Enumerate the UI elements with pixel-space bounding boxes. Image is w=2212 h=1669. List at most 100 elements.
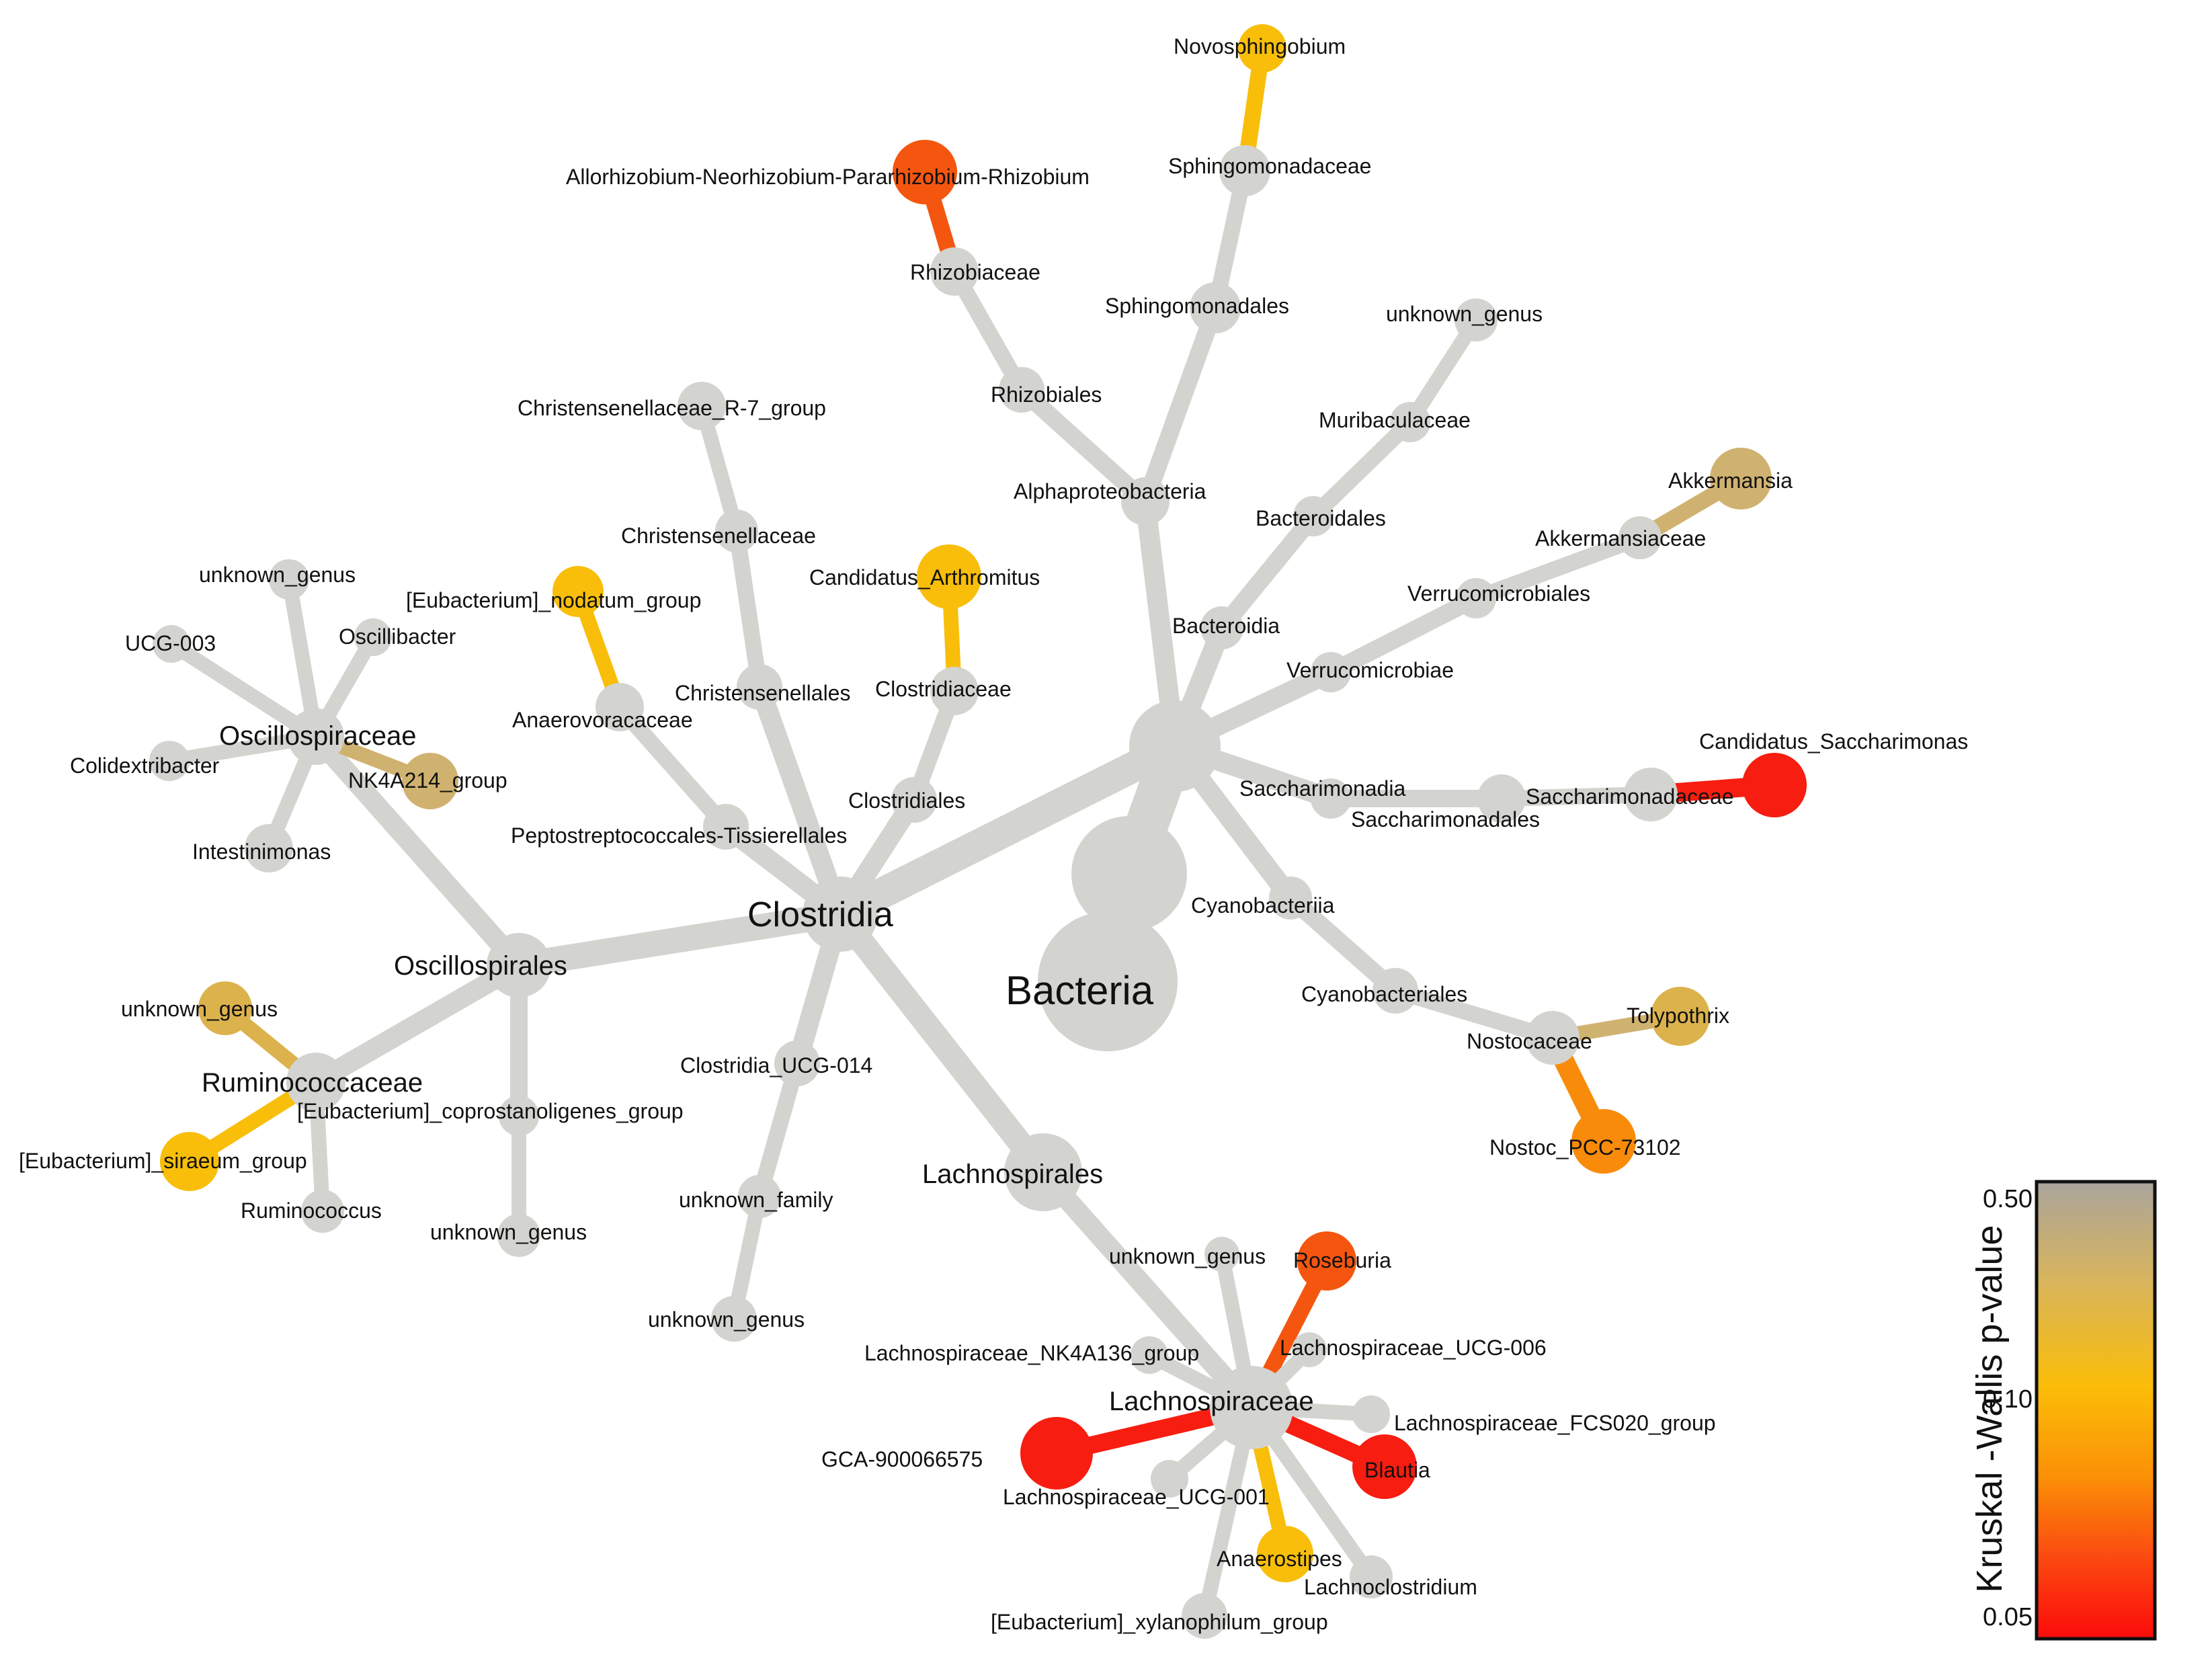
node-cyanobacteriia: [1269, 877, 1312, 920]
label-peptostreptococcales: Peptostreptococcales-Tissierellales: [511, 823, 847, 848]
label-intestinimonas: Intestinimonas: [192, 840, 331, 864]
node-rhizobiales: [999, 367, 1044, 413]
label-saccharimonadaceae: Saccharimonadaceae: [1526, 784, 1734, 809]
node-muribaculaceae: [1390, 402, 1430, 442]
edge-oscillospirales-ruminococcaceae: [306, 955, 529, 1092]
label-mur-unknown-genus: unknown_genus: [1386, 302, 1543, 326]
edge-hub-clostridia: [825, 731, 1190, 930]
node-eub-coprostanoligenes: [499, 1096, 539, 1136]
label-clostridia-ucg014: Clostridia_UCG-014: [680, 1053, 872, 1077]
node-ruminococcaceae: [286, 1053, 345, 1112]
node-oscillospirales: [487, 933, 551, 998]
label-sphingomonadaceae: Sphingomonadaceae: [1168, 154, 1371, 178]
node-eub-xylanophilum: [1182, 1593, 1227, 1639]
edge-verrucomicrobiales-akkermansiaceae: [1468, 530, 1648, 606]
node-alphaproteobacteria: [1121, 477, 1170, 526]
label-nk4a214: NK4A214_group: [348, 768, 507, 792]
label-cyanobacteriia: Cyanobacteriia: [1191, 893, 1335, 918]
edge-oscillospiraceae-ucg003: [164, 637, 323, 744]
edge-cyanobacteriales-nostocaceae: [1387, 983, 1561, 1046]
node-tolypothrix: [1651, 987, 1710, 1046]
node-christensenellales: [737, 664, 782, 710]
node-colidextribacter: [149, 741, 190, 781]
label-verrucomicrobiae: Verrucomicrobiae: [1286, 658, 1454, 682]
label-saccharimonadia: Saccharimonadia: [1239, 776, 1405, 801]
node-cop-unknown-genus: [497, 1214, 540, 1257]
node-lachnospirales: [1004, 1133, 1082, 1211]
tree-nodes: [149, 24, 1807, 1639]
label-tolypothrix: Tolypothrix: [1627, 1004, 1729, 1028]
edge-alphaproteobacteria-sphingomonadales: [1137, 299, 1224, 510]
node-eub-siraeum: [160, 1132, 219, 1191]
label-allorhizobium: Allorhizobium-Neorhizobium-Pararhizobium…: [566, 165, 1090, 189]
node-lachnoclostridium: [1350, 1555, 1393, 1598]
node-allorhizobium: [893, 140, 957, 204]
label-novosphingobium: Novosphingobium: [1174, 34, 1346, 58]
label-oscillospiraceae: Oscillospiraceae: [219, 721, 416, 751]
edge-oscillospirales-oscillospiraceae: [306, 727, 529, 975]
edge-cyanobacteriia-cyanobacteriales: [1282, 889, 1404, 1000]
node-gca: [1020, 1417, 1093, 1490]
label-ruminococcaceae: Ruminococcaceae: [202, 1068, 423, 1098]
node-nostocaceae: [1526, 1011, 1580, 1065]
node-lach-ucg006: [1292, 1332, 1327, 1367]
label-nostoc: Nostoc_PCC-73102: [1489, 1135, 1681, 1159]
label-eub-xylanophilum: [Eubacterium]_xylanophilum_group: [991, 1610, 1328, 1634]
label-rhizobiaceae: Rhizobiaceae: [910, 260, 1040, 284]
label-unknown-family: unknown_family: [679, 1188, 833, 1212]
label-candidatus-arthromitus: Candidatus_Arthromitus: [809, 565, 1040, 589]
node-mur-unknown-genus: [1455, 298, 1498, 341]
label-lachnospiraceae: Lachnospiraceae: [1109, 1387, 1314, 1416]
node-hub: [1129, 700, 1221, 792]
label-christensenellaceae-r7: Christensenellaceae_R-7_group: [518, 396, 826, 420]
node-nk4a214: [402, 753, 458, 809]
node-bacteroidales: [1293, 496, 1334, 536]
edge-bacteroidales-muribaculaceae: [1305, 414, 1418, 524]
legend-title: Kruskal -Wallis p-value: [1969, 1225, 2010, 1592]
label-eub-siraeum: [Eubacterium]_siraeum_group: [19, 1149, 307, 1173]
label-clostridiales: Clostridiales: [848, 788, 965, 813]
label-christensenellaceae: Christensenellaceae: [621, 524, 816, 548]
node-oscillibacter: [354, 618, 392, 656]
node-akkermansia: [1710, 448, 1772, 510]
label-lachnoclostridium: Lachnoclostridium: [1304, 1575, 1477, 1599]
node-candidatus-arthromitus: [917, 544, 981, 609]
label-blautia: Blautia: [1364, 1458, 1430, 1482]
edge-peptostreptococcales-anaerovoracaceae: [612, 699, 734, 835]
node-lach-fcs020: [1352, 1395, 1390, 1433]
label-lach-fcs020: Lachnospiraceae_FCS020_group: [1394, 1411, 1716, 1435]
label-gca: GCA-900066575: [821, 1447, 983, 1471]
node-ucg003: [153, 625, 190, 663]
label-bacteroidales: Bacteroidales: [1256, 506, 1386, 530]
edge-ucg014-unknown-family: [751, 1055, 805, 1205]
label-lach-unknown-genus: unknown_genus: [1109, 1244, 1266, 1268]
node-lach-unknown-genus: [1204, 1237, 1239, 1272]
label-ucg003: UCG-003: [125, 631, 216, 655]
node-clostridia: [803, 877, 878, 952]
node-nostoc: [1571, 1109, 1636, 1174]
node-cyanobacteriales: [1373, 968, 1418, 1014]
node-candidatus-saccharimonas: [1742, 753, 1807, 817]
label-anaerostipes: Anaerostipes: [1217, 1547, 1342, 1571]
edge-clostridia-christensenellales: [749, 677, 850, 924]
label-lach-ucg006: Lachnospiraceae_UCG-006: [1280, 1336, 1547, 1360]
node-root: [1071, 816, 1187, 932]
node-anaerostipes: [1257, 1526, 1313, 1582]
node-christensenellaceae-r7: [678, 382, 726, 430]
label-oscillibacter: Oscillibacter: [339, 624, 456, 649]
label-rhizobiales: Rhizobiales: [991, 382, 1102, 407]
edge-alphaproteobacteria-rhizobiales: [1013, 381, 1154, 510]
edge-lachnospirales-lachnospiraceae: [1033, 1162, 1262, 1418]
label-verrucomicrobiales: Verrucomicrobiales: [1407, 581, 1590, 606]
label-clostridia: Clostridia: [747, 895, 893, 934]
label-lachnospirales: Lachnospirales: [922, 1159, 1103, 1189]
label-akkermansia: Akkermansia: [1668, 469, 1793, 493]
label-akkermansiaceae: Akkermansiaceae: [1535, 526, 1706, 551]
node-clostridia-ucg014: [774, 1041, 820, 1086]
node-saccharimonadaceae: [1624, 768, 1678, 821]
node-christensenellaceae: [715, 510, 758, 553]
label-rum-unknown-genus: unknown_genus: [121, 997, 278, 1021]
edge-christensenellales-christensenellaceae: [729, 523, 768, 695]
node-saccharimonadia: [1311, 778, 1351, 819]
